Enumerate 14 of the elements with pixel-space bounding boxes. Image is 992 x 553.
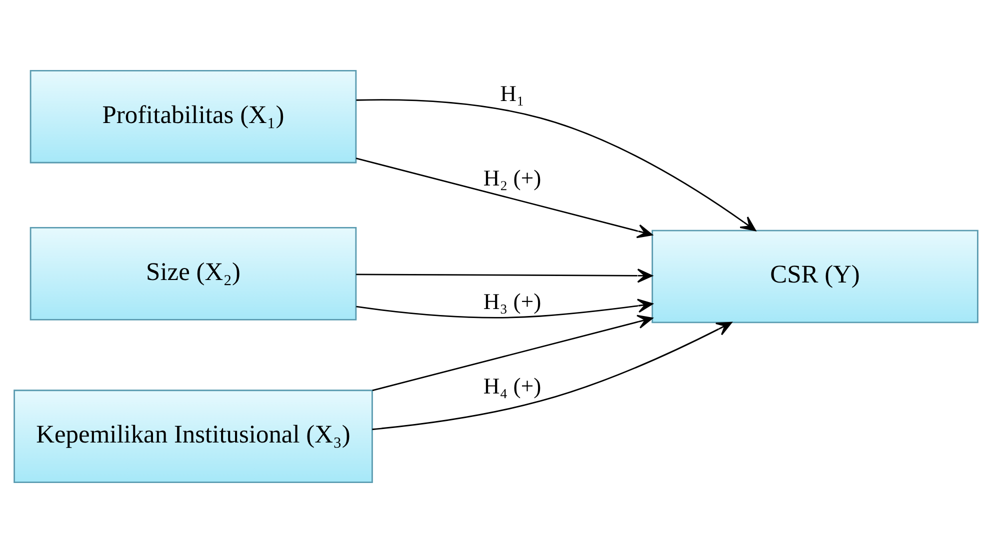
edge-label: H₁ [500,80,524,106]
node-box: Profitabilitas (X₁) [30,70,357,164]
edge-label: H₄ (+) [483,374,542,399]
edge-label: H₃ (+) [483,288,542,314]
node-box: CSR (Y) [652,230,978,324]
arrow [356,99,756,232]
arrow [372,322,732,430]
node-box: Size (X₂) [30,226,357,320]
arrow [372,314,653,392]
arrow [356,158,653,238]
arrow [356,268,653,283]
edge-label: H₂ (+) [483,166,542,191]
arrow [356,298,654,318]
node-box: Kepemilikan Institusional (X₃) [14,390,373,484]
